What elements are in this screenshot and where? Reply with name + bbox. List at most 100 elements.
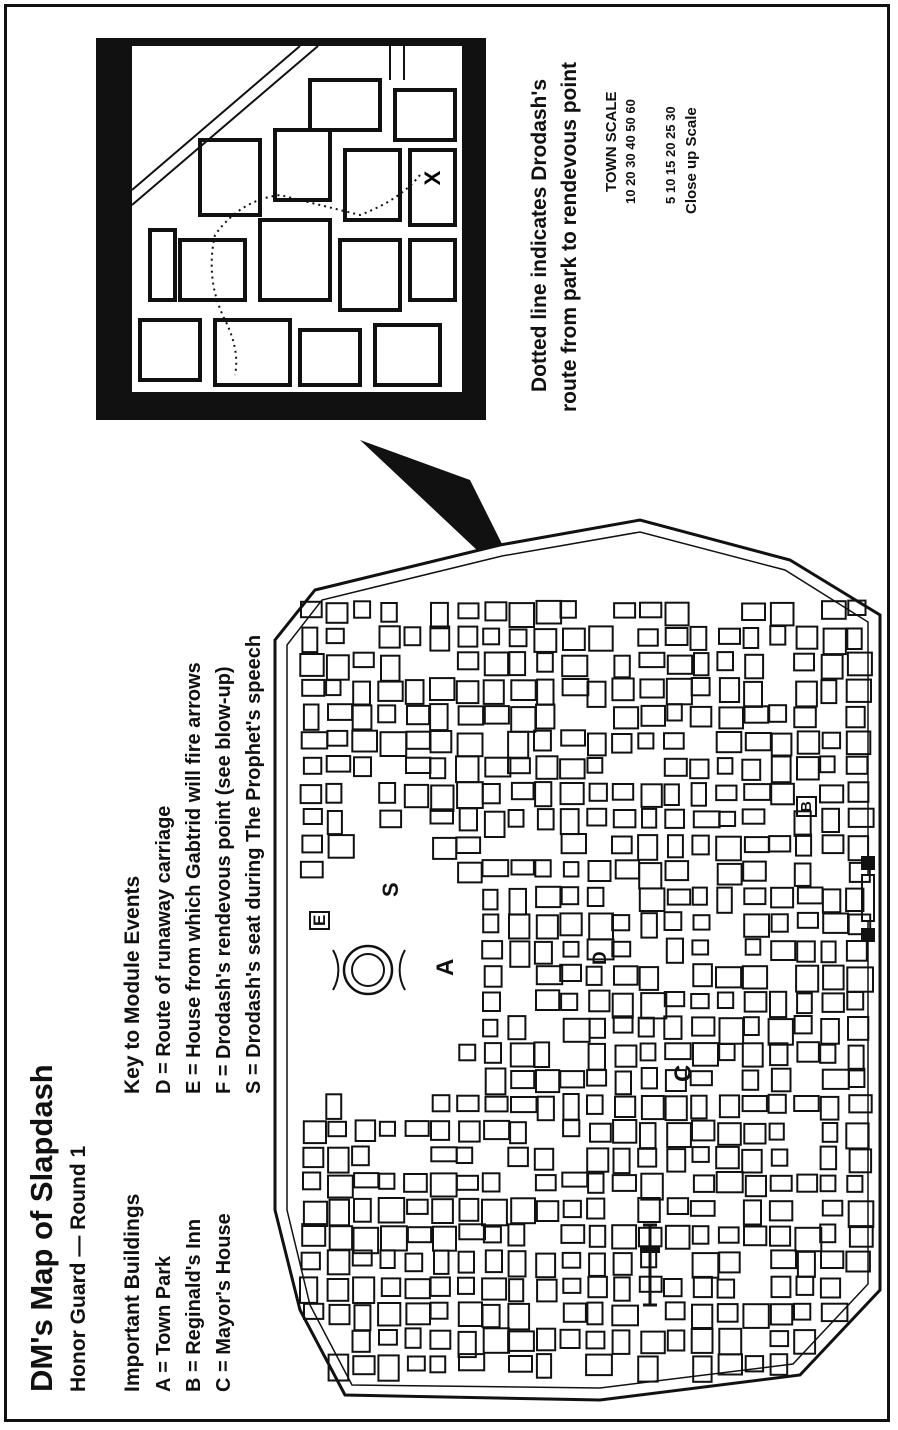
building-block: [768, 1200, 794, 1222]
building-block: [795, 964, 820, 993]
marker-a: A: [432, 958, 459, 976]
building-block: [612, 1015, 634, 1034]
building-block: [795, 680, 818, 708]
building-block: [533, 628, 558, 653]
building-block: [508, 1278, 525, 1303]
building-block: [351, 1329, 371, 1353]
building-block: [327, 1174, 354, 1199]
building-block: [403, 1173, 428, 1193]
building-block: [743, 1016, 760, 1037]
building-block: [404, 1120, 430, 1137]
building-block: [561, 654, 589, 678]
building-block: [821, 1199, 844, 1217]
building-block: [666, 1148, 687, 1173]
building-block: [640, 912, 658, 939]
building-block: [718, 706, 745, 730]
building-block: [743, 1225, 768, 1247]
building-block: [560, 729, 587, 747]
building-block: [377, 1197, 406, 1224]
building-block: [611, 733, 633, 754]
building-block: [380, 1277, 402, 1298]
building-block: [820, 1018, 840, 1045]
building-block: [536, 1278, 558, 1303]
building-block: [743, 705, 770, 724]
building-block: [457, 602, 480, 620]
building-block: [796, 992, 813, 1015]
building-block: [481, 783, 501, 805]
building-block: [586, 757, 604, 774]
building-block: [718, 627, 741, 645]
building-block: [536, 1095, 555, 1122]
building-block: [589, 1122, 612, 1143]
building-block: [484, 1095, 509, 1113]
building-block: [639, 601, 663, 619]
building-block: [403, 783, 430, 809]
building-block: [793, 862, 812, 887]
building-block: [820, 653, 844, 680]
building-block: [796, 730, 821, 755]
building-block: [507, 1146, 529, 1168]
building-block: [822, 964, 845, 991]
building-block: [507, 1302, 531, 1331]
building-block: [845, 705, 866, 729]
building-block: [795, 1275, 815, 1296]
building-block: [744, 1355, 765, 1373]
building-block: [689, 1200, 716, 1217]
building-block: [353, 600, 372, 619]
building-block: [614, 1070, 632, 1096]
building-block: [846, 651, 873, 677]
building-block: [663, 911, 683, 932]
building-block: [744, 1174, 767, 1198]
building-block: [690, 1094, 708, 1120]
building-block: [821, 1122, 839, 1143]
building-block: [819, 1145, 838, 1171]
building-block: [793, 1329, 817, 1355]
building-block: [769, 1353, 789, 1376]
marker-x: X: [420, 170, 445, 185]
building-block: [793, 1095, 820, 1112]
building-block: [378, 625, 401, 649]
building-block: [508, 913, 531, 940]
building-block: [458, 1353, 486, 1372]
event-s: S = Drodash's seat during The Prophet's …: [243, 634, 265, 1094]
building-block: [325, 755, 352, 773]
building-block: [663, 1278, 683, 1298]
building-block: [716, 991, 735, 1009]
building-block: [717, 1226, 740, 1244]
town-scale-ticks: 10 20 30 40 50 60: [623, 99, 638, 204]
building-block: [611, 1329, 631, 1355]
building-block: [611, 677, 635, 702]
building-block: [458, 1197, 480, 1222]
building-block: [640, 783, 663, 808]
route-caption-line-2: route from park to rendevous point: [558, 61, 581, 412]
building-block: [819, 1277, 842, 1299]
building-block: [430, 1120, 451, 1141]
building-block: [586, 807, 608, 827]
building-block: [352, 1276, 376, 1305]
building-block: [325, 602, 349, 624]
building-block: [611, 1174, 638, 1192]
building-block: [846, 627, 863, 650]
building-block: [637, 1147, 658, 1168]
building-block: [510, 1070, 536, 1090]
building-block: [769, 990, 788, 1019]
building-block: [378, 782, 397, 804]
building-block: [770, 1148, 789, 1167]
building-block: [637, 1197, 661, 1223]
building-block: [847, 1044, 865, 1072]
town-blocks: [299, 599, 875, 1383]
building-block: [666, 1197, 690, 1215]
building-block: [510, 859, 535, 876]
building-block: [741, 758, 762, 781]
marker-c: C: [670, 1064, 697, 1082]
building-block: [484, 601, 508, 622]
building-block: [770, 940, 797, 962]
building-block: [666, 703, 683, 722]
building-block: [846, 1174, 864, 1193]
building-block: [535, 1069, 561, 1094]
building-block: [299, 860, 324, 879]
building-block: [847, 913, 872, 936]
event-f: F = Drodash's rendevous point (see blow-…: [213, 666, 235, 1094]
building-block: [559, 600, 577, 619]
building-block: [535, 1200, 560, 1222]
